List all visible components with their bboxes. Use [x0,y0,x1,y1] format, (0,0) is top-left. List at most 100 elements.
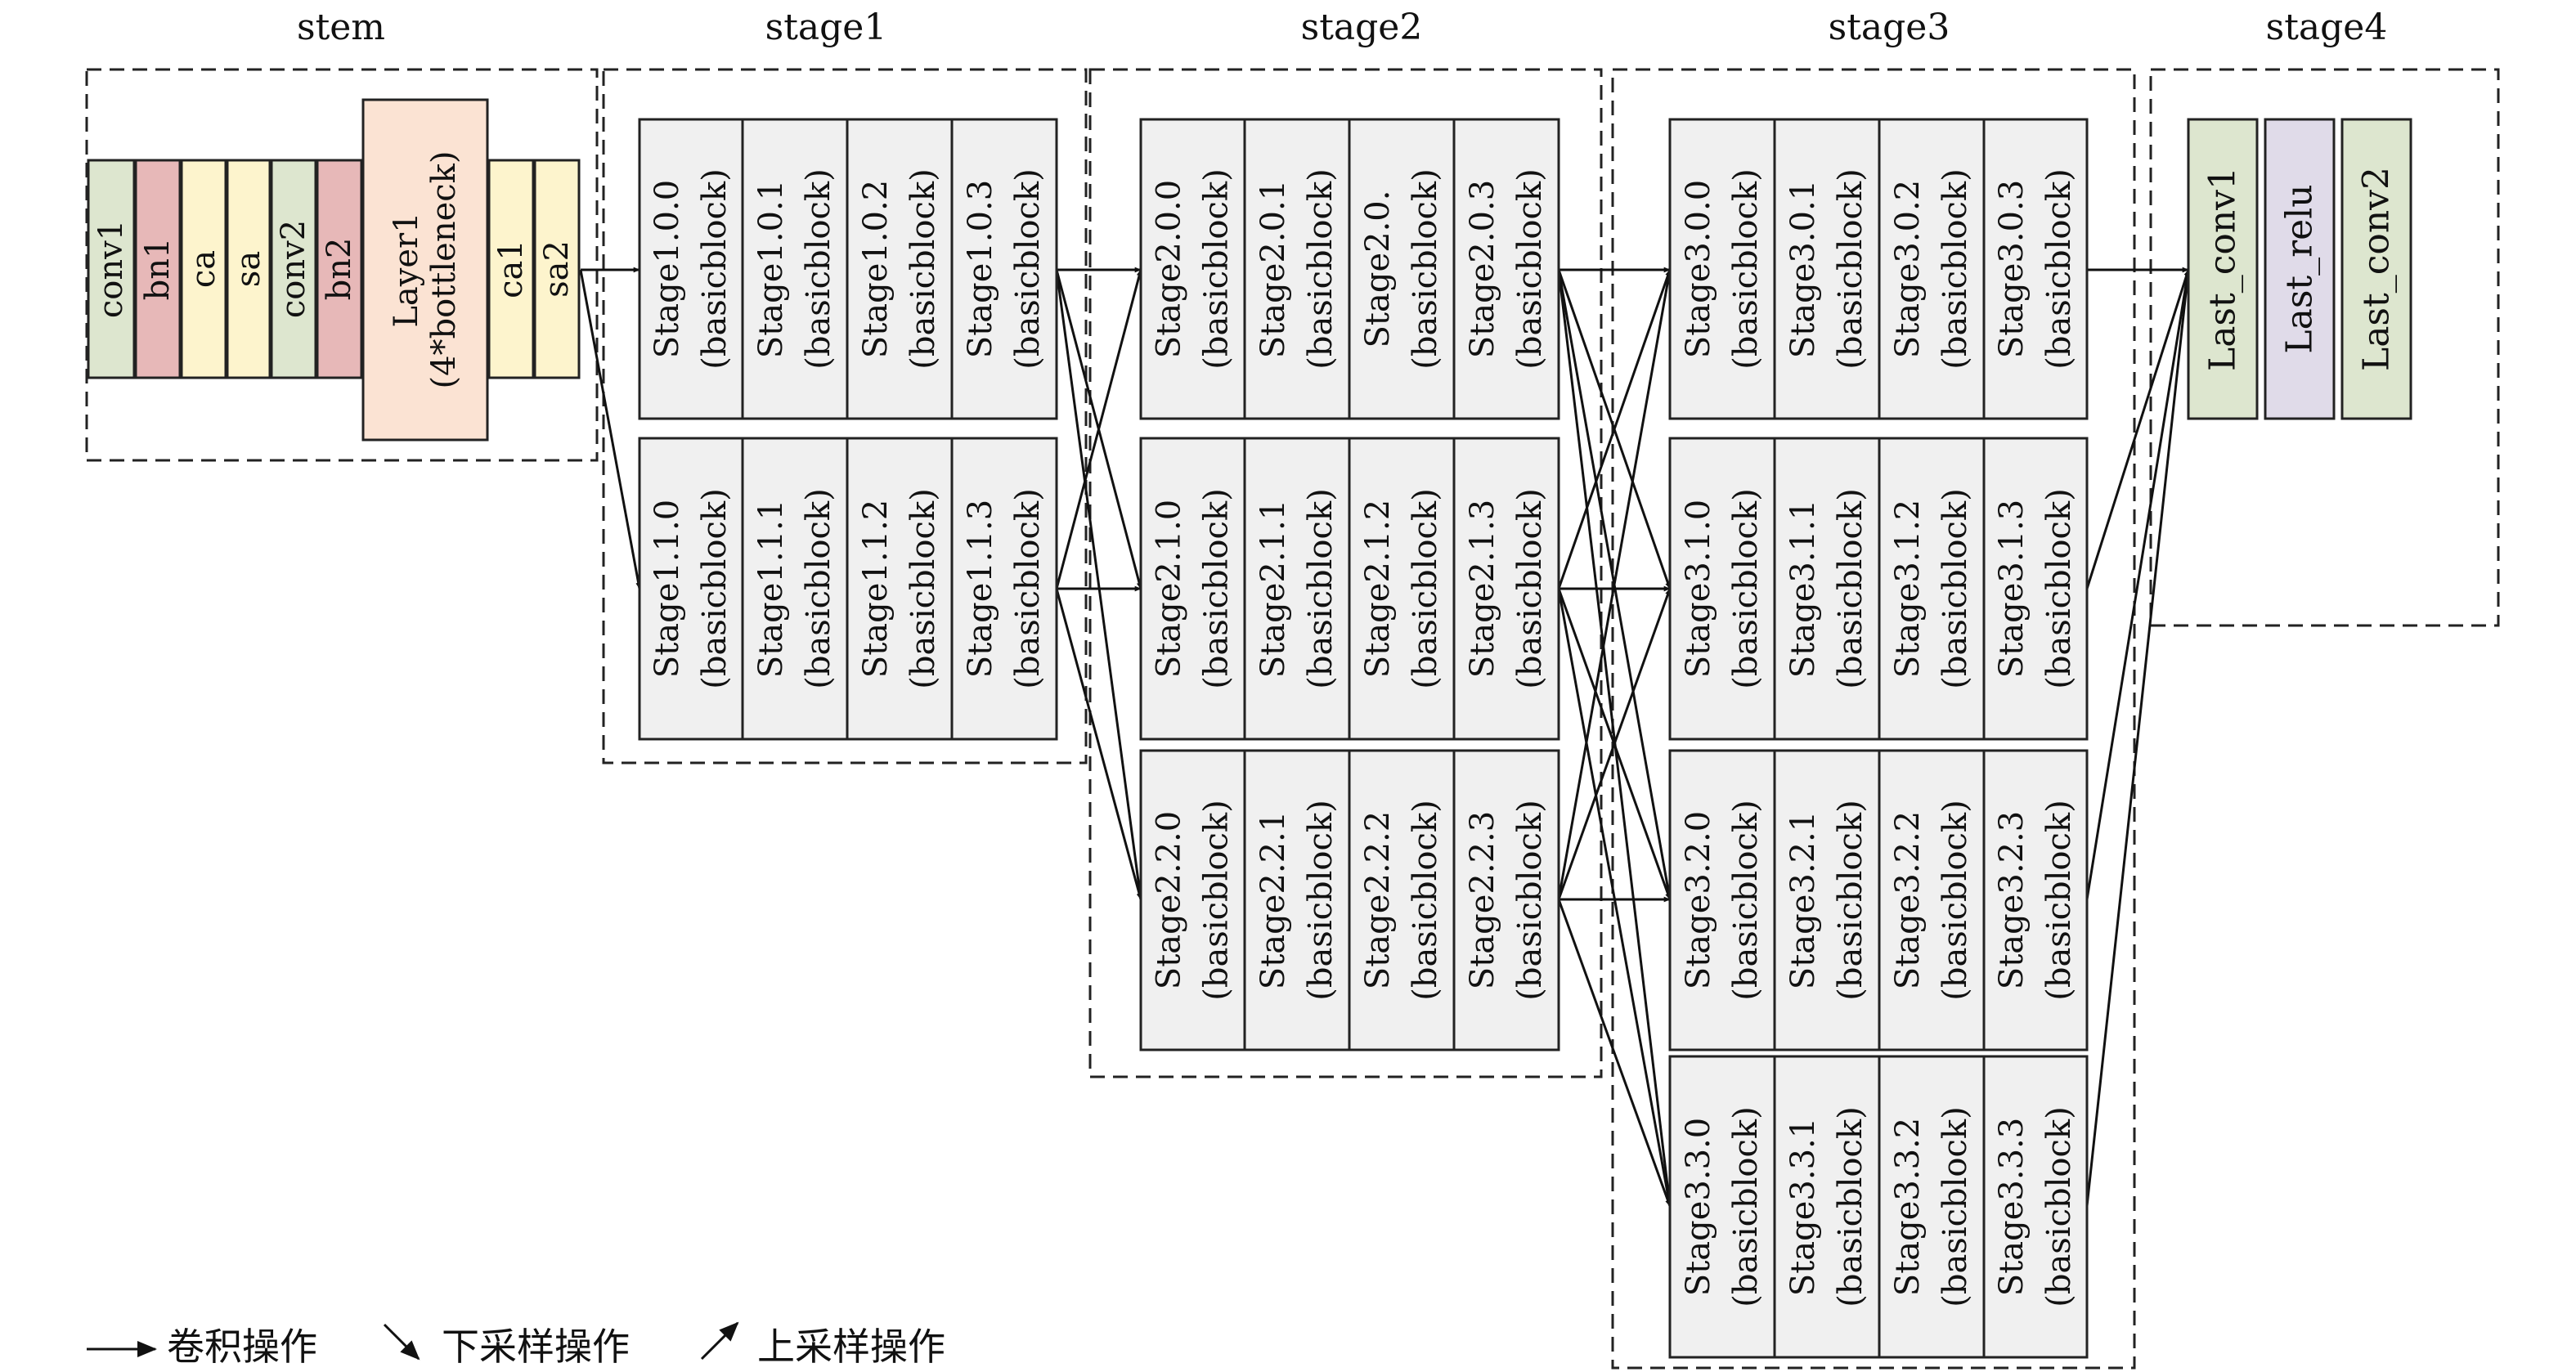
basicblock-label: Stage2.0.0 [1151,180,1188,358]
basicblock-label: Stage1.0.2 [857,180,895,358]
connection-arrow [1557,588,1672,900]
basicblock-label: (basicblock) [1198,488,1236,689]
stem-layer-box [180,159,227,379]
stage-title-stage1: stage1 [765,7,887,48]
stem-layer-label: sa2 [538,240,576,298]
block-stage1-1-3: Stage1.1.3(basicblock) [950,437,1058,741]
basicblock-box [1452,118,1560,420]
block-stage2-0-3: Stage2.0.3(basicblock) [1452,118,1560,420]
stem-layer-label: conv2 [275,220,312,318]
basicblock-label: Stage2.2.3 [1464,811,1501,989]
basicblock-label: Stage1.1.0 [648,500,686,678]
stem-layer-box [226,159,272,379]
stage4-group-frame [2149,68,2500,627]
basicblock-label: (basicblock) [2040,800,2078,1001]
block-stage2-1-0: Stage2.1.0 (basicblock) [1139,437,1246,741]
basicblock-box [1982,749,2089,1051]
basicblock-box [1452,437,1560,741]
basicblock-label: Stage3.2.2 [1889,811,1927,989]
stem-layer-box [533,159,581,379]
stage4-layer-box [2187,118,2259,420]
stage2-row-2: Stage2.2.0 (basicblock) Stage2.2.1 (basicbl… [1139,749,1560,1051]
basicblock-label: Stage2.2.0 [1151,811,1188,989]
basicblock-box [638,118,744,420]
stem-layer-sa2: sa2 [533,159,581,379]
basicblock-label: (basicblock) [1832,800,1869,1001]
connection-arrows [579,267,2191,1207]
basicblock-label: (basicblock) [1302,800,1340,1001]
connection-arrow [1055,269,1143,900]
connection-arrow [579,269,641,590]
basicblock-label: Stage2.1.3 [1464,500,1501,678]
stem-layer-box [134,159,182,379]
block-stage2-1-3: Stage2.1.3(basicblock) [1452,437,1560,741]
block-stage1-1-1: Stage1.1.1(basicblock) [741,437,849,741]
block-stage2-2-3: Stage2.2.3 (basicblock) [1452,749,1560,1051]
block-stage3-2-0: Stage3.2.0(basicblock) [1668,749,1776,1051]
connection-arrow [1557,269,1672,590]
block-stage3-1-0: Stage3.1.0(basicblock) [1668,437,1776,741]
block-stage3-1-2: Stage3.1.2(basicblock) [1878,437,1986,741]
basicblock-label: Stage3.2.1 [1784,811,1822,989]
basicblock-label: Stage1.0.0 [648,180,686,358]
basicblock-label: (basicblock) [1727,800,1765,1001]
stage4-layer-last-conv2: Last_conv2 [2340,118,2412,420]
basicblock-label: (basicblock) [2040,1106,2078,1307]
basicblock-label: Stage3.1.1 [1784,500,1822,678]
stage-blocks: Stage1.0.0 (basicblock) Stage1.0.1 (basicbl… [638,118,2089,1359]
basicblock-label: (basicblock) [1936,488,1974,689]
connection-arrow [2085,269,2191,1207]
basicblock-label: Stage3.3.3 [1993,1118,2031,1296]
basicblock-box [1982,118,2089,420]
basicblock-box [950,118,1058,420]
basicblock-label: (basicblock) [696,488,734,689]
block-stage3-3-1: Stage3.3.1(basicblock) [1773,1055,1881,1359]
basicblock-label: (basicblock) [1511,800,1549,1001]
stage4-layer-label: Last_conv2 [2356,167,2398,371]
block-stage2-0: Stage2.0.(basicblock) [1348,118,1456,420]
block-stage2-1-2: Stage2.1.2(basicblock) [1348,437,1456,741]
block-stage1-1-0: Stage1.1.0 (basicblock) [638,437,744,741]
legend: 卷积操作 下采样操作 上采样操作 [87,1321,945,1369]
basicblock-box [1452,749,1560,1051]
basicblock-label: (basicblock) [1936,168,1974,370]
block-stage3-0-2: Stage3.0.2(basicblock) [1878,118,1986,420]
basicblock-label: Stage2.1.1 [1254,500,1292,678]
basicblock-box [950,437,1058,741]
basicblock-label: (basicblock) [1198,168,1236,370]
stage2-group-frame [1088,68,1603,1078]
basicblock-label: (basicblock) [1832,1106,1869,1307]
basicblock-label: Stage2.1.0 [1151,500,1188,678]
basicblock-label: (basicblock) [904,488,942,689]
basicblock-box [1878,1055,1986,1359]
basicblock-label: Stage1.0.1 [752,180,790,358]
basicblock-box [1348,118,1456,420]
basicblock-box [741,118,849,420]
stem-layer-box [487,159,535,379]
stage4-layer-last-conv1: Last_conv1 [2187,118,2259,420]
stem-layer-bn1: bn1 [134,159,182,379]
legend-upsample-label: 上采样操作 [757,1325,945,1369]
connection-arrow [1557,269,1672,900]
legend-downsample-arrow [383,1323,420,1361]
block-stage1-1-2: Stage1.1.2(basicblock) [846,437,954,741]
block-stage2-2-1: Stage2.2.1 (basicblock) [1243,749,1351,1051]
stage4-layer-last-relu: Last_relu [2264,118,2336,420]
basicblock-box [846,118,954,420]
block-stage3-2-3: Stage3.2.3(basicblock) [1982,749,2089,1051]
stem-layer-label: ca [185,250,222,288]
basicblock-label: Stage3.0.3 [1993,180,2031,358]
stem-layer-label: (4*bottleneck) [425,150,463,388]
connection-arrow [2085,269,2190,590]
basicblock-box [1139,437,1246,741]
stem-layer-box [361,98,489,442]
basicblock-label: Stage2.2.1 [1254,811,1292,989]
basicblock-label: Stage3.3.2 [1889,1118,1927,1296]
stage-title-stage2: stage2 [1301,7,1423,48]
basicblock-label: (basicblock) [800,488,837,689]
basicblock-box [1348,749,1456,1051]
basicblock-label: Stage1.0.3 [962,180,999,358]
basicblock-box [1878,749,1986,1051]
block-stage1-0-2: Stage1.0.2(basicblock) [846,118,954,420]
